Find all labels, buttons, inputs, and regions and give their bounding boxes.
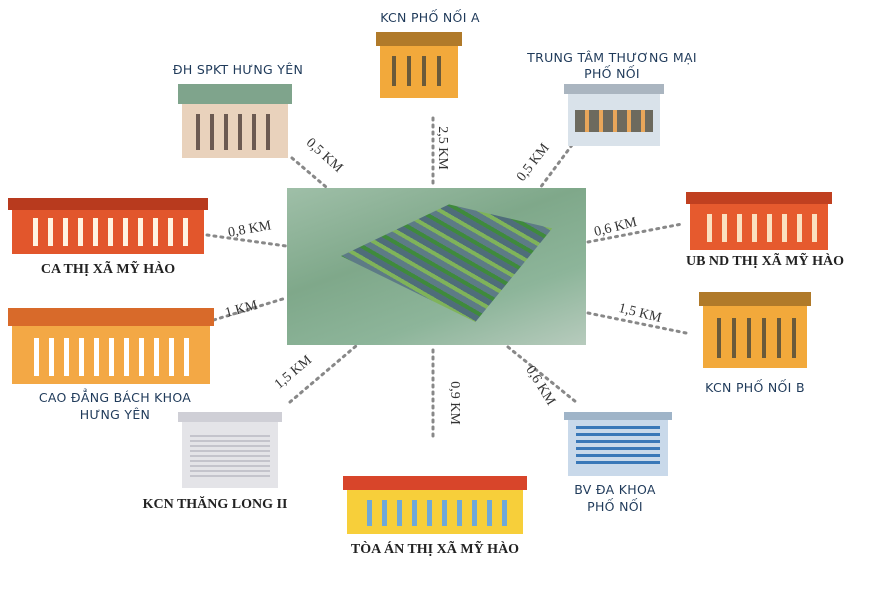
- project-site: [341, 204, 553, 322]
- connector-kcn-thang-long: [288, 344, 358, 404]
- kcn-thang-long-building-icon: [178, 412, 282, 488]
- bv-da-khoa-building-icon: [564, 412, 672, 476]
- cao-dang-building-icon: [8, 308, 214, 384]
- ubnd-building-icon: [686, 192, 832, 250]
- label-trung-tam-line2: PHỐ NỐI: [584, 66, 640, 81]
- label-cao-dang-line1: CAO ĐẲNG BÁCH KHOA: [38, 390, 192, 405]
- ca-thi-xa-building-icon: [8, 198, 208, 254]
- distance-toa-an: 0,9 KM: [446, 381, 462, 425]
- label-trung-tam-line1: TRUNG TÂM THƯƠNG MẠI: [527, 50, 697, 65]
- label-dh-spkt: ĐH SPKT HƯNG YÊN: [172, 62, 304, 77]
- connector-ubnd: [586, 222, 684, 244]
- toa-an-building-icon: [343, 476, 527, 534]
- connector-trung-tam: [538, 143, 574, 190]
- project-aerial-image: [287, 188, 586, 345]
- label-kcn-thang-long: KCN THĂNG LONG II: [142, 497, 288, 512]
- label-kcn-pho-noi-a: KCN PHỐ NỐI A: [380, 10, 480, 25]
- kcn-pho-noi-a-building-icon: [376, 32, 462, 98]
- label-toa-an: TÒA ÁN THỊ XÃ MỸ HÀO: [350, 542, 520, 557]
- kcn-pho-noi-b-building-icon: [699, 292, 811, 368]
- connector-ca-thi-xa: [205, 233, 288, 248]
- label-ca-thi-xa: CA THỊ XÃ MỸ HÀO: [40, 262, 176, 277]
- connector-dh-spkt: [290, 156, 334, 194]
- label-kcn-pho-noi-b: KCN PHỐ NỐI B: [705, 380, 805, 395]
- connector-bv: [506, 345, 578, 404]
- label-bv-line1: BV ĐA KHOA: [574, 482, 656, 497]
- connector-kcn-pho-noi-b: [586, 311, 688, 335]
- dh-spkt-building-icon: [178, 84, 292, 158]
- trung-tam-building-icon: [564, 84, 664, 146]
- connector-cao-dang: [205, 296, 288, 324]
- label-bv-line2: PHỐ NỐI: [587, 499, 643, 514]
- label-cao-dang-line2: HƯNG YÊN: [79, 407, 151, 422]
- label-ubnd: UB ND THỊ XÃ MỸ HÀO: [685, 254, 845, 269]
- distance-kcn-pho-noi-a: 2,5 KM: [434, 126, 450, 170]
